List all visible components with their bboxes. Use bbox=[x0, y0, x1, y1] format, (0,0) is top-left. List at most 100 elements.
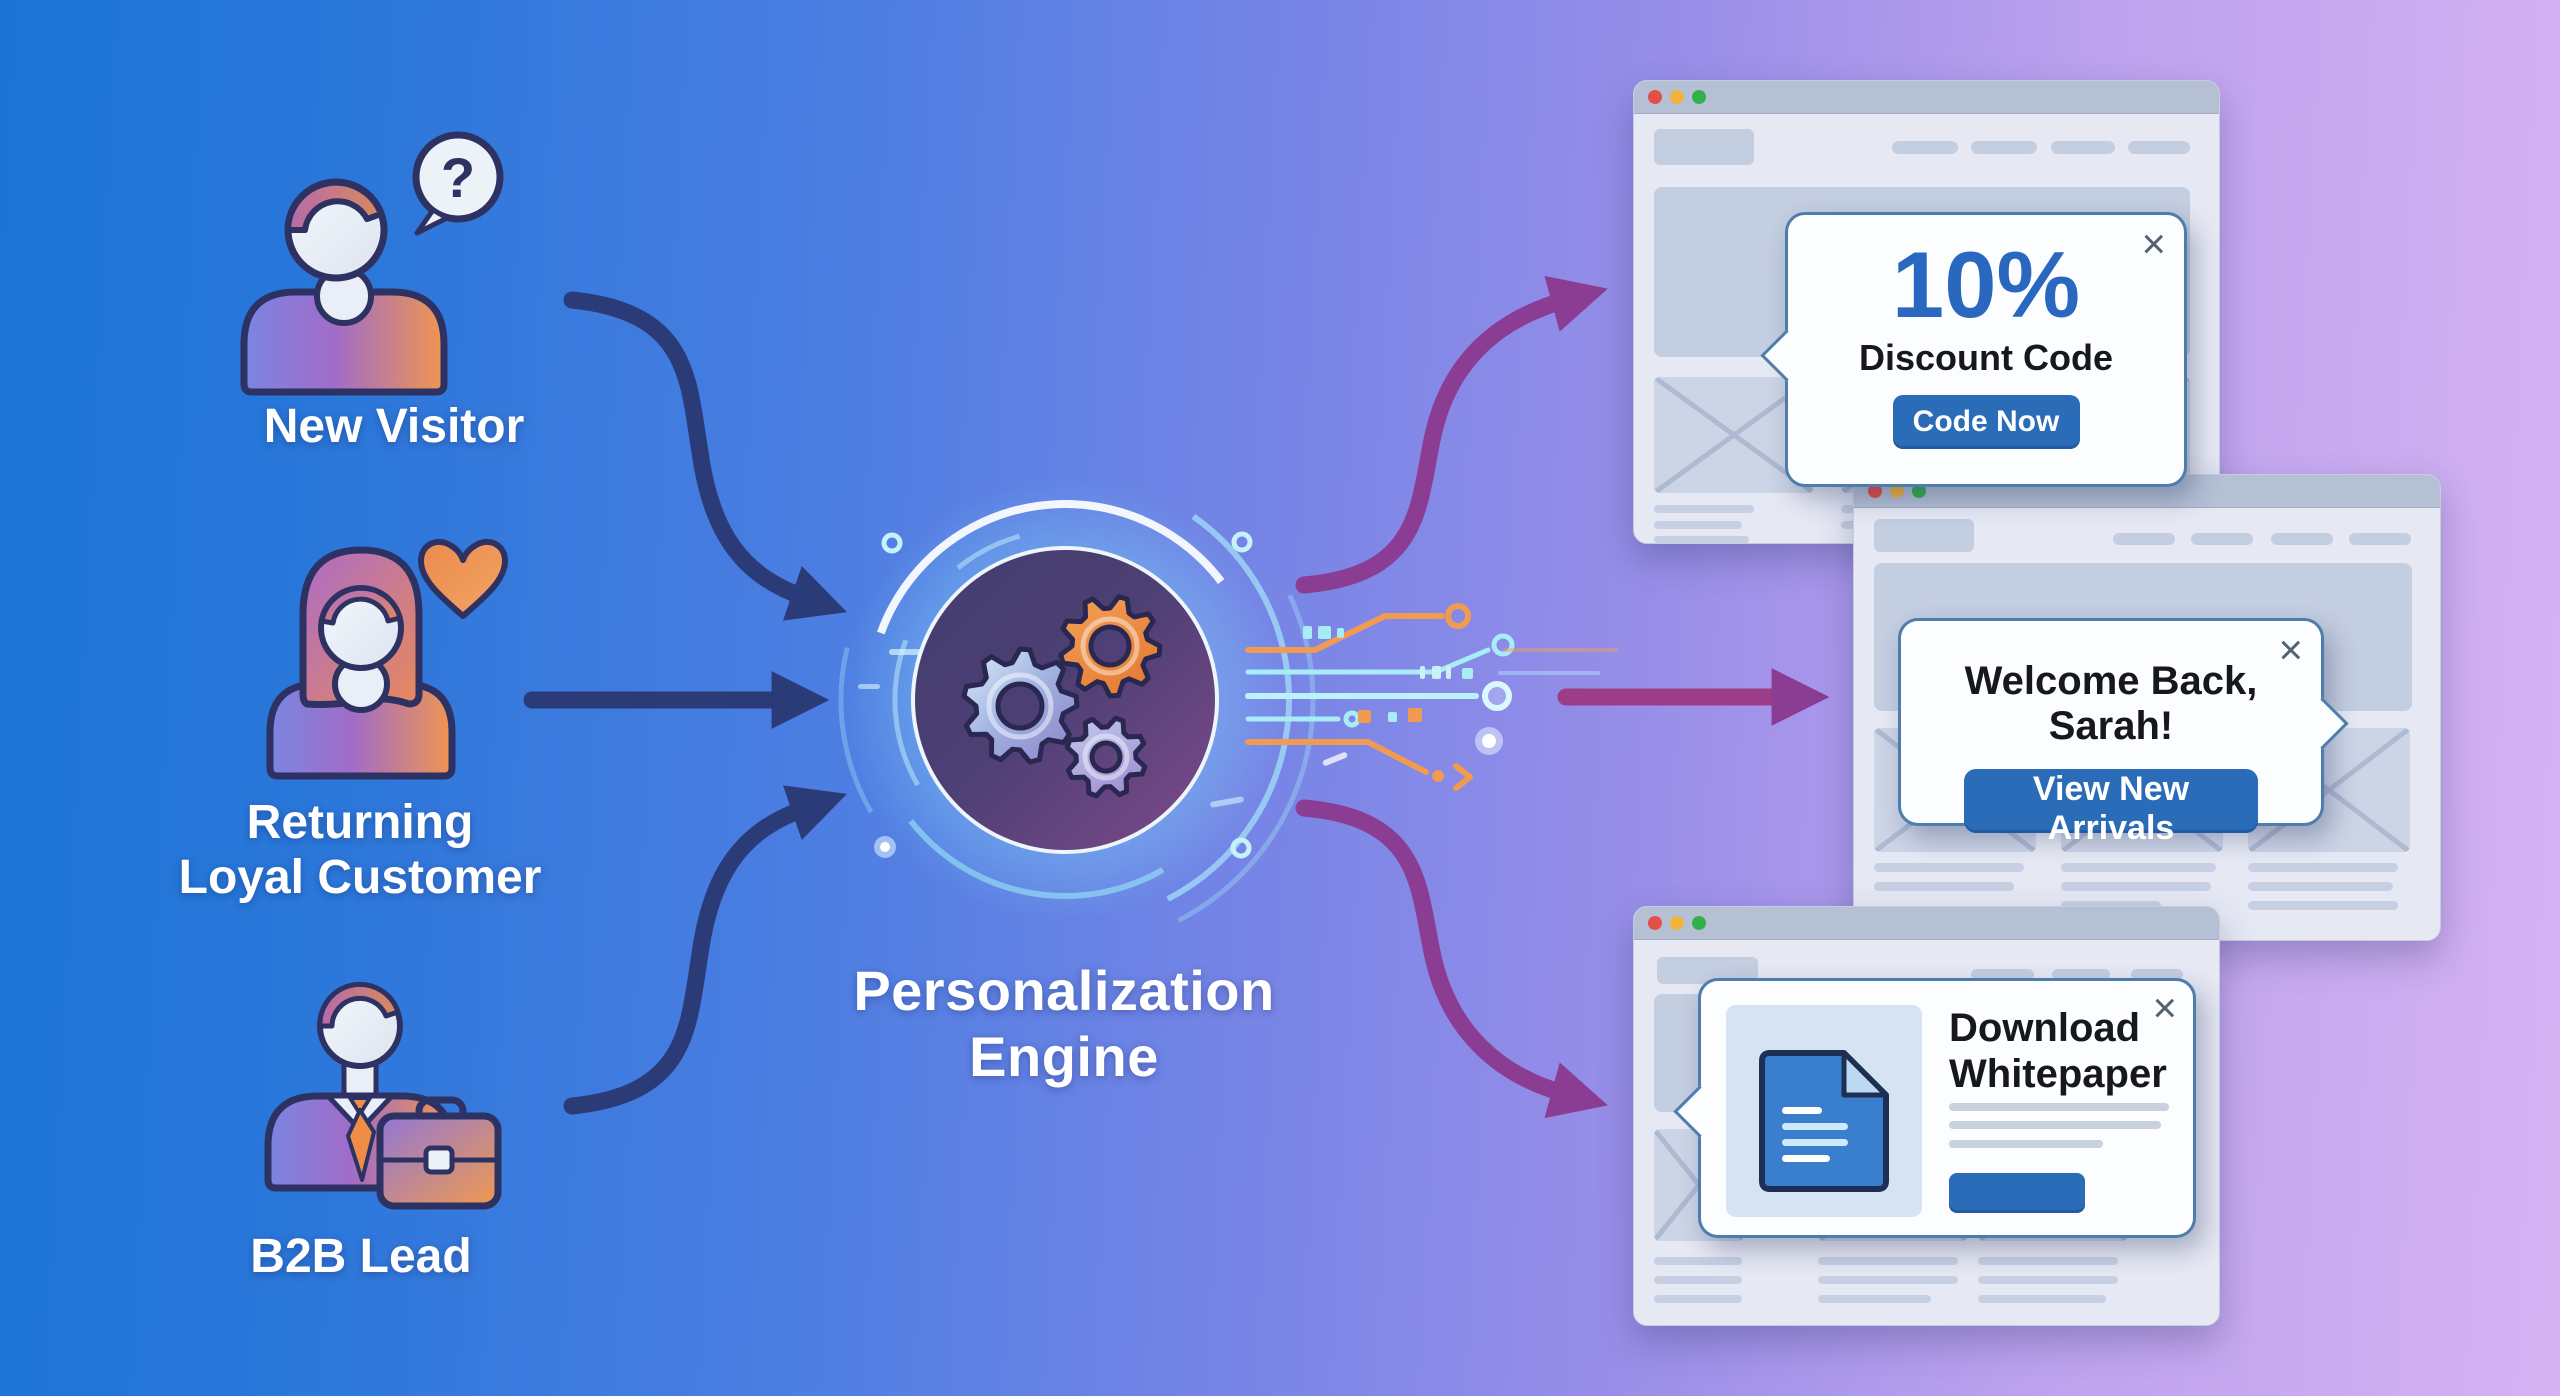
wireframe-nav-pill bbox=[2051, 141, 2115, 154]
briefcase-clasp bbox=[423, 1145, 455, 1175]
arrow-engine-to-whitepaper bbox=[1295, 799, 1608, 1119]
whitepaper-popup: × Download Whitepaper bbox=[1673, 978, 2196, 1238]
download-button[interactable] bbox=[1949, 1173, 2085, 1213]
wireframe-logo-block bbox=[1874, 519, 1974, 552]
gear-icon-orange bbox=[1058, 594, 1163, 699]
wireframe-nav-pill bbox=[2191, 533, 2253, 545]
wireframe-text-line bbox=[1818, 1276, 1958, 1284]
wireframe-text-line bbox=[1654, 521, 1742, 529]
wireframe-text-line bbox=[1874, 863, 2024, 872]
persona-label-returning-customer: Returning Loyal Customer bbox=[110, 796, 610, 905]
new-visitor-icon: ? bbox=[240, 131, 504, 396]
tie-knot bbox=[348, 1096, 372, 1116]
wireframe-text-line bbox=[1818, 1257, 1958, 1265]
welcome-popup: × Welcome Back, Sarah! View New Arrivals bbox=[1898, 618, 2349, 847]
view-new-arrivals-button[interactable]: View New Arrivals bbox=[1964, 769, 2258, 847]
traffic-light-yellow-icon bbox=[1890, 484, 1904, 498]
window-titlebar bbox=[1634, 907, 2219, 940]
discount-popup: × 10% Discount Code Code Now bbox=[1760, 212, 2187, 487]
wireframe-text-line bbox=[2248, 863, 2398, 872]
engine-title-line1: Personalization bbox=[853, 959, 1275, 1022]
wireframe-text-line bbox=[1654, 536, 1749, 543]
traffic-light-green-icon bbox=[1912, 484, 1926, 498]
document-icon bbox=[1759, 1050, 1889, 1192]
person-hair bbox=[285, 179, 384, 233]
wireframe-text-line bbox=[2248, 882, 2393, 891]
persona-label-b2b-lead: B2B Lead bbox=[250, 1230, 472, 1283]
wireframe-nav-pill bbox=[1971, 969, 2034, 980]
window-titlebar bbox=[1634, 81, 2219, 114]
wireframe-nav-pill bbox=[2052, 969, 2110, 980]
welcome-headline: Welcome Back, Sarah! bbox=[1964, 659, 2258, 748]
close-icon[interactable]: × bbox=[2278, 626, 2303, 673]
returning-customer-icon bbox=[266, 538, 508, 780]
wireframe-text-line bbox=[1654, 1276, 1742, 1284]
wireframe-text-line bbox=[1949, 1103, 2169, 1111]
wireframe-text-line bbox=[1949, 1121, 2161, 1129]
ring-node bbox=[881, 532, 903, 554]
wireframe-nav-pill bbox=[1971, 141, 2037, 154]
wireframe-text-line bbox=[2061, 882, 2211, 891]
person-hair-fringe bbox=[319, 585, 403, 626]
ring-node bbox=[1231, 531, 1253, 553]
wireframe-nav-pill bbox=[2349, 533, 2411, 545]
whitepaper-headline-line1: Download bbox=[1949, 1006, 2141, 1050]
wireframe-text-line bbox=[1978, 1276, 2118, 1284]
question-mark-glyph: ? bbox=[441, 146, 475, 209]
traffic-light-red-icon bbox=[1648, 90, 1662, 104]
traffic-light-yellow-icon bbox=[1670, 916, 1684, 930]
engine-title: Personalization Engine bbox=[764, 958, 1364, 1090]
wireframe-text-line bbox=[2061, 863, 2216, 872]
document-panel bbox=[1726, 1005, 1922, 1217]
wireframe-text-line bbox=[1874, 882, 2014, 891]
traffic-light-yellow-icon bbox=[1670, 90, 1684, 104]
wireframe-text-line bbox=[1949, 1140, 2103, 1148]
question-bubble-tail bbox=[414, 207, 450, 236]
wireframe-text-line bbox=[1818, 1295, 1931, 1303]
wireframe-text-line bbox=[2061, 901, 2161, 910]
b2b-lead-icon bbox=[264, 981, 502, 1210]
wireframe-text-line bbox=[1978, 1295, 2106, 1303]
question-bubble-icon bbox=[412, 131, 504, 223]
ring-node bbox=[1230, 837, 1252, 859]
circuit-traces bbox=[1245, 603, 1618, 791]
wireframe-nav-pill bbox=[2128, 141, 2190, 154]
wireframe-text-line bbox=[1978, 1257, 2118, 1265]
wireframe-nav-pill bbox=[2271, 533, 2333, 545]
wireframe-text-line bbox=[2248, 901, 2398, 910]
tie-icon bbox=[346, 1108, 376, 1182]
person-body bbox=[240, 288, 448, 396]
traffic-light-green-icon bbox=[1692, 916, 1706, 930]
arrow-new-visitor-to-engine bbox=[563, 291, 847, 621]
wireframe-text-line bbox=[1654, 1295, 1742, 1303]
persona-label-line1: Returning bbox=[246, 796, 474, 849]
discount-subheadline: Discount Code bbox=[1858, 337, 2113, 378]
whitepaper-headline-line2: Whitepaper bbox=[1949, 1052, 2167, 1096]
heart-icon bbox=[418, 538, 508, 619]
arrow-b2b-lead-to-engine bbox=[563, 785, 847, 1115]
whitepaper-headline: Download Whitepaper bbox=[1949, 1005, 2167, 1097]
traffic-light-red-icon bbox=[1648, 916, 1662, 930]
wireframe-nav-pill bbox=[2113, 533, 2175, 545]
close-icon[interactable]: × bbox=[2141, 220, 2166, 267]
close-icon[interactable]: × bbox=[2152, 984, 2177, 1031]
wireframe-text-line bbox=[1654, 1257, 1742, 1265]
wireframe-text-line bbox=[1654, 505, 1754, 513]
persona-label-line2: Loyal Customer bbox=[178, 850, 542, 904]
flow-arrows bbox=[523, 275, 1830, 1119]
discount-headline: 10% bbox=[1891, 232, 2081, 337]
arrow-engine-to-discount bbox=[1295, 275, 1608, 594]
wireframe-nav-pill bbox=[2131, 969, 2183, 980]
gear-icon-small bbox=[1064, 715, 1148, 799]
traffic-light-green-icon bbox=[1692, 90, 1706, 104]
wireframe-logo-block bbox=[1654, 129, 1754, 165]
engine-graphic bbox=[780, 415, 1618, 985]
traffic-light-red-icon bbox=[1868, 484, 1882, 498]
gear-icon-large bbox=[961, 646, 1080, 765]
code-now-button[interactable]: Code Now bbox=[1892, 395, 2080, 449]
person-hair bbox=[317, 981, 401, 1029]
persona-label-new-visitor: New Visitor bbox=[263, 400, 525, 453]
wireframe-nav-pill bbox=[1892, 141, 1958, 154]
